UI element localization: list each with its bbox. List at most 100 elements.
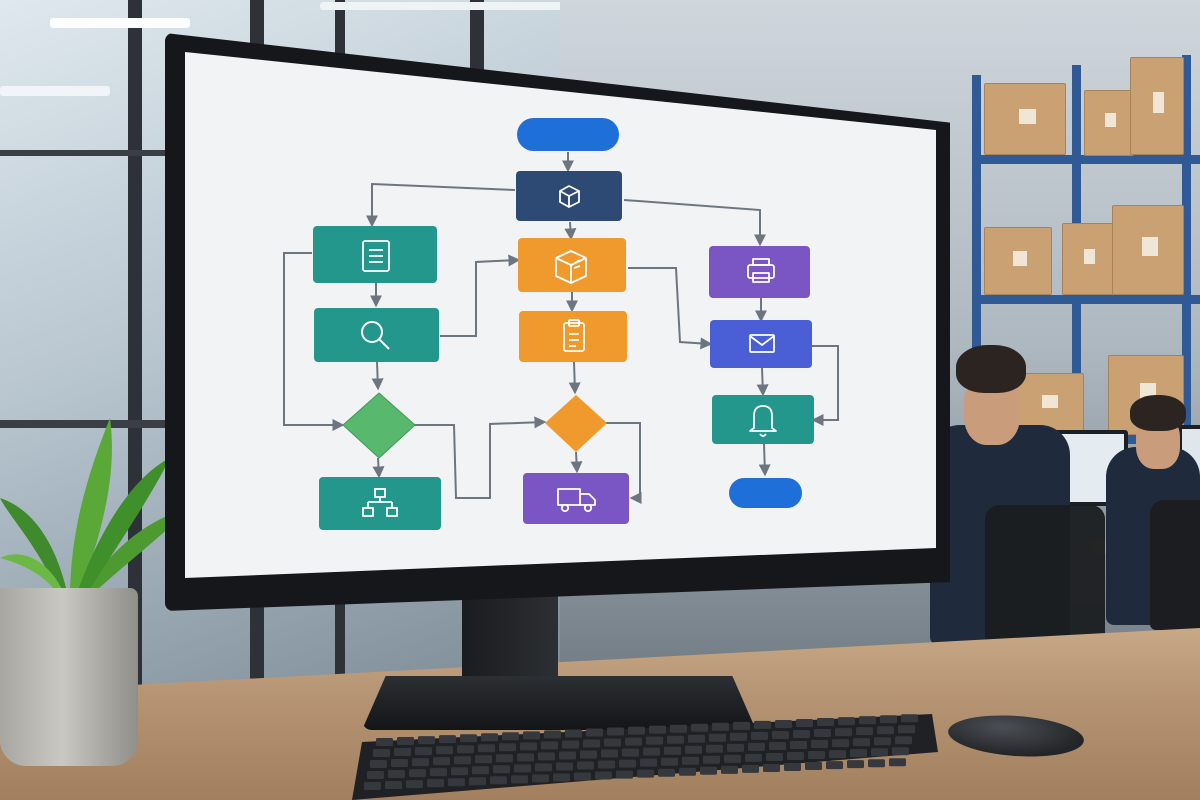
keyboard-key (628, 726, 645, 735)
keyboard-key (712, 722, 729, 731)
keyboard-key (871, 748, 888, 757)
keyboard-key (385, 781, 402, 790)
envelope-icon (749, 334, 775, 353)
warehouse-shelving (972, 55, 1200, 445)
keyboard-key (448, 778, 465, 787)
keyboard-key (562, 740, 579, 749)
open-box-icon (555, 250, 587, 284)
keyboard (352, 714, 938, 800)
keyboard-key (514, 764, 531, 773)
keyboard-key (775, 719, 792, 728)
keyboard-key (745, 753, 762, 762)
keyboard-key (481, 733, 498, 742)
keyboard-key (811, 740, 828, 749)
keyboard-key (808, 751, 825, 760)
monitor-base (362, 676, 756, 730)
cardboard-box (1130, 57, 1184, 155)
keyboard-key (742, 764, 759, 773)
keyboard-key (688, 734, 705, 743)
keyboard-key (412, 758, 429, 767)
keyboard-key (685, 745, 702, 754)
keyboard-key (532, 774, 549, 783)
keyboard-key (724, 754, 741, 763)
keyboard-key (658, 768, 675, 777)
keyboard-key (868, 759, 885, 768)
keyboard-key (472, 766, 489, 775)
flowchart-node-clipboard (519, 311, 627, 362)
keyboard-key (850, 749, 867, 758)
flowchart-node-hierarchy (319, 477, 441, 530)
keyboard-key (394, 748, 411, 757)
keyboard-key (847, 760, 864, 769)
keyboard-key (364, 782, 381, 790)
magnifier-icon (361, 321, 390, 350)
keyboard-key (376, 738, 393, 746)
flowchart-node-decision-left (342, 392, 416, 459)
keyboard-key (496, 754, 513, 763)
flowchart-node-end (729, 478, 802, 508)
keyboard-key (700, 766, 717, 775)
keyboard-key (616, 770, 633, 779)
keyboard-key (766, 752, 783, 761)
keyboard-key (604, 738, 621, 747)
keyboard-key (520, 742, 537, 751)
office-chair (1150, 500, 1200, 630)
flowchart-node-package (516, 171, 622, 221)
keyboard-key (541, 741, 558, 750)
keyboard-key (595, 771, 612, 780)
printer-icon (747, 258, 775, 283)
plant-leaves (0, 418, 190, 600)
keyboard-key (373, 749, 390, 757)
keyboard-key (703, 755, 720, 764)
keyboard-key (790, 741, 807, 749)
keyboard-key (427, 779, 444, 788)
keyboard-key (832, 739, 849, 748)
keyboard-key (730, 732, 747, 741)
keyboard-key (388, 770, 405, 779)
keyboard-key (880, 715, 897, 724)
flowchart-node-notify (712, 395, 814, 444)
flowchart-node-search (314, 308, 439, 362)
keyboard-key (835, 728, 852, 737)
clipboard-icon (563, 319, 585, 352)
cardboard-box (1062, 223, 1114, 295)
keyboard-key (469, 777, 486, 786)
keyboard-key (649, 725, 666, 734)
keyboard-key (475, 755, 492, 764)
keyboard-key (877, 726, 894, 735)
keyboard-key (763, 763, 780, 772)
keyboard-key (709, 733, 726, 742)
keyboard-key (457, 745, 474, 754)
flowchart-node-start (517, 118, 619, 151)
keyboard-key (493, 765, 510, 774)
keyboard-key (640, 758, 657, 767)
cardboard-box (984, 83, 1066, 155)
keyboard-key (418, 736, 435, 745)
keyboard-key (490, 776, 507, 785)
flowchart-node-printer (709, 246, 810, 298)
keyboard-key (436, 746, 453, 755)
flowchart-node-decision-mid (545, 395, 607, 452)
keyboard-key (787, 752, 804, 760)
keyboard-key (889, 758, 906, 767)
keyboard-key (838, 717, 855, 726)
bell-icon (749, 405, 777, 437)
keyboard-key (433, 757, 450, 766)
keyboard-key (439, 735, 456, 744)
keyboard-key (814, 729, 831, 738)
flowchart-node-open-box (518, 238, 626, 292)
keyboard-key (397, 737, 414, 746)
keyboard-key (583, 739, 600, 748)
keyboard-key (646, 736, 663, 745)
keyboard-key (415, 747, 432, 756)
keyboard-key (559, 751, 576, 760)
keyboard-key (625, 737, 642, 746)
keyboard-key (793, 730, 810, 738)
keyboard-key (643, 747, 660, 756)
flowchart-node-mail (710, 320, 812, 368)
cardboard-box (984, 227, 1052, 295)
keyboard-key (670, 724, 687, 733)
keyboard-key (544, 730, 561, 739)
keyboard-key (805, 762, 822, 771)
